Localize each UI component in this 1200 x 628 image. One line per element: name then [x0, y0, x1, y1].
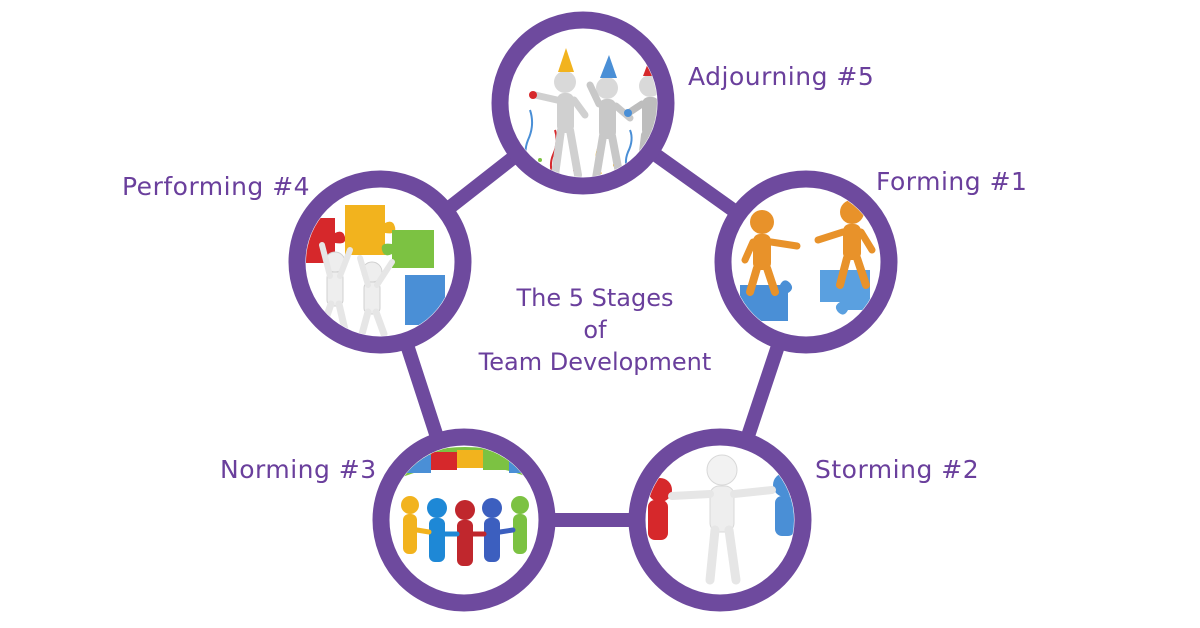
title-line-2: of	[583, 316, 607, 344]
diagram-title: The 5 Stages of Team Development	[430, 282, 760, 378]
label-performing: Performing #4	[122, 172, 311, 201]
title-line-1: The 5 Stages	[516, 284, 674, 312]
two-figures-puzzle-icon	[740, 200, 876, 321]
label-adjourning: Adjourning #5	[688, 62, 875, 91]
stage-circle-norming	[372, 428, 556, 612]
label-forming: Forming #1	[876, 167, 1028, 196]
stage-circle-storming	[628, 428, 812, 612]
team-lifting-puzzle-icon	[306, 205, 445, 336]
title-line-3: Team Development	[478, 348, 712, 376]
stage-circle-forming	[714, 170, 898, 354]
label-norming: Norming #3	[220, 455, 377, 484]
figure-pushing-apart-icon	[648, 454, 794, 585]
stage-circle-performing	[288, 170, 472, 354]
stage-circle-adjourning	[491, 11, 675, 195]
group-holding-hands-icon	[395, 447, 535, 566]
label-storming: Storming #2	[815, 455, 980, 484]
